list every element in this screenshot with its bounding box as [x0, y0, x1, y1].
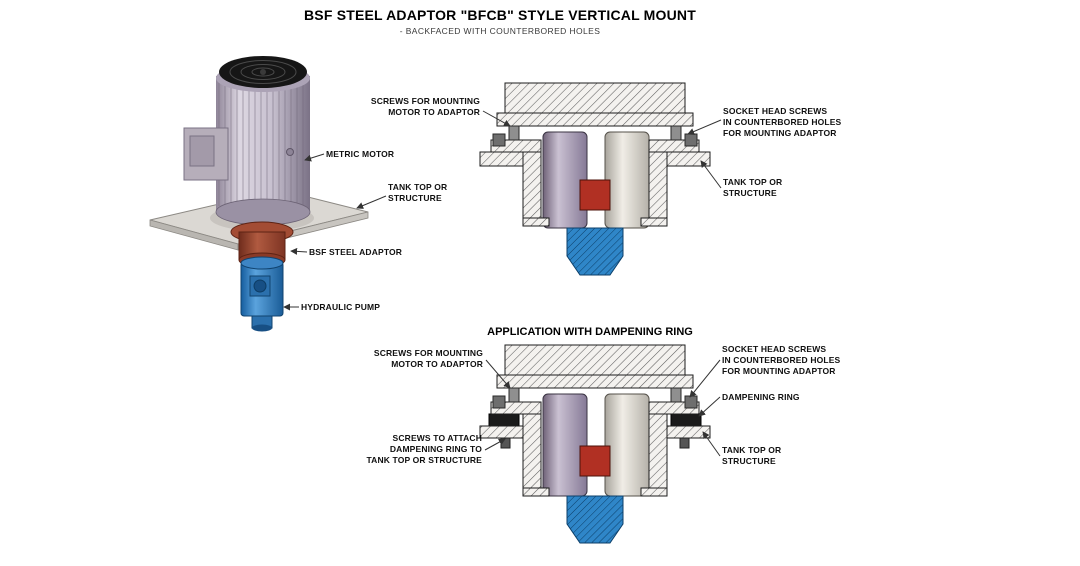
junction-box — [183, 127, 229, 181]
pump-shaft-section — [566, 227, 624, 276]
page-subtitle: - BACKFACED WITH COUNTERBORED HOLES — [399, 26, 601, 36]
label-hydraulic-pump: HYDRAULIC PUMP — [301, 302, 381, 312]
label-dampening-ring: DAMPENING RING — [722, 392, 800, 402]
label-mounting-screws-top: SCREWS FOR MOUNTING MOTOR TO ADAPTOR — [370, 96, 480, 118]
label-tank-top-sec1: TANK TOP OR STRUCTURE — [723, 177, 783, 199]
socket-head-screws — [492, 133, 698, 147]
label-attach-screws: SCREWS TO ATTACH DAMPENING RING TO TANK … — [366, 433, 482, 466]
tank-plate-section — [479, 425, 711, 439]
label-socket-screws-top: SOCKET HEAD SCREWS IN COUNTERBORED HOLES… — [723, 106, 842, 139]
dampening-ring-section — [488, 413, 702, 427]
pump-shaft-section — [566, 495, 624, 544]
label-mounting-screws-bottom: SCREWS FOR MOUNTING MOTOR TO ADAPTOR — [373, 348, 483, 370]
coupling-section — [542, 393, 650, 497]
socket-head-screws — [492, 395, 698, 409]
motor-bolt — [286, 148, 294, 156]
isometric-assembly-drawing — [149, 56, 369, 332]
metric-motor-drawing — [183, 56, 311, 226]
coupling-section — [542, 131, 650, 229]
fan-cover — [219, 56, 307, 88]
motor-flange-section — [496, 82, 694, 127]
dampening-section-title: APPLICATION WITH DAMPENING RING — [487, 326, 693, 338]
label-socket-screws-bottom: SOCKET HEAD SCREWS IN COUNTERBORED HOLES… — [722, 344, 841, 377]
tank-plate-section — [479, 151, 711, 167]
cross-section-dampening — [479, 344, 711, 544]
motor-flange-section — [496, 344, 694, 389]
label-tank-top-sec2: TANK TOP OR STRUCTURE — [722, 445, 782, 467]
page-title: BSF STEEL ADAPTOR "BFCB" STYLE VERTICAL … — [304, 7, 696, 23]
label-tank-top-iso: TANK TOP OR STRUCTURE — [388, 182, 448, 204]
bsf-adaptor-drawing — [230, 221, 294, 268]
motor-mounting-screws — [508, 125, 682, 141]
hydraulic-pump-drawing — [240, 256, 284, 332]
motor-mounting-screws — [508, 387, 682, 403]
cross-section-standard — [479, 82, 711, 276]
label-bsf-adaptor: BSF STEEL ADAPTOR — [309, 247, 403, 257]
label-metric-motor: METRIC MOTOR — [326, 149, 395, 159]
